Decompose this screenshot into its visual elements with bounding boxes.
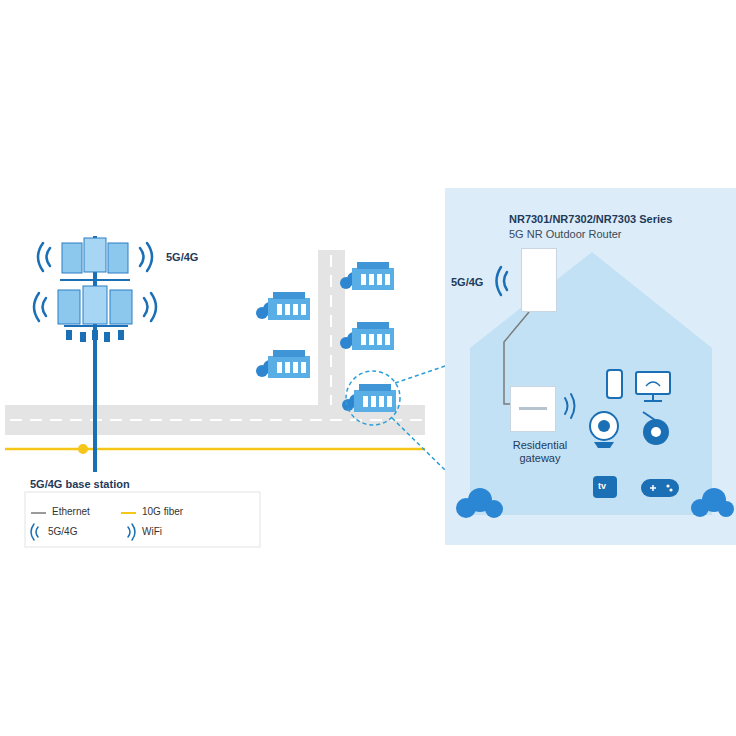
house-panel	[445, 188, 736, 545]
station-caption: 5G/4G base station	[30, 478, 130, 491]
house-panel	[485, 500, 503, 518]
residential-gateway: Residential gateway	[510, 386, 556, 432]
base-station-tower	[58, 290, 80, 324]
base-station-tower	[64, 325, 128, 327]
status-light	[519, 407, 547, 410]
base-station-tower	[58, 236, 132, 472]
legend-text: 10G fiber	[142, 506, 183, 518]
base-station-tower	[66, 330, 72, 340]
router-signal	[504, 272, 507, 290]
building	[256, 292, 310, 320]
signal-arcs	[144, 298, 148, 316]
signal-arcs	[43, 298, 47, 316]
signal-arcs	[140, 248, 144, 266]
legend-box	[36, 527, 38, 537]
legend-box	[25, 492, 260, 547]
client-devices	[641, 479, 679, 497]
zoom-callout	[346, 371, 400, 425]
client-devices	[593, 476, 617, 498]
house-panel	[718, 501, 734, 517]
client-devices	[651, 427, 661, 437]
base-station-tower	[84, 238, 106, 272]
client-devices	[666, 484, 669, 487]
zoom-callout	[346, 366, 445, 470]
node-title: NR7301/NR7302/NR7303 Series	[509, 213, 672, 226]
wifi-arcs	[565, 398, 568, 414]
router-signal	[497, 267, 508, 295]
fiber-line	[5, 449, 425, 450]
base-station-tower	[108, 243, 128, 273]
client-devices	[652, 394, 654, 400]
signal-arcs	[147, 243, 152, 271]
base-station-tower	[62, 243, 82, 273]
legend-box	[31, 524, 34, 540]
fiber-line	[5, 448, 425, 451]
client-devices	[598, 420, 610, 432]
node-title: Residential gateway	[503, 439, 577, 465]
signal-arcs	[38, 243, 43, 271]
base-station-tower	[104, 332, 110, 342]
building	[340, 322, 394, 350]
base-station-tower	[83, 286, 107, 324]
router-signal	[497, 267, 502, 295]
base-station-tower	[60, 279, 130, 281]
client-devices	[590, 370, 679, 498]
legend-box	[25, 492, 260, 547]
client-devices	[643, 419, 669, 445]
zoom-callout	[395, 366, 445, 383]
signal-arcs	[47, 248, 51, 266]
building	[340, 262, 394, 290]
house-panel	[445, 188, 736, 545]
base-station-tower	[80, 332, 86, 342]
legend-box	[31, 512, 46, 514]
node-subtitle: 5G NR Outdoor Router	[509, 228, 622, 241]
wifi-arcs	[565, 394, 575, 418]
signal-label: 5G/4G	[166, 251, 198, 264]
client-devices	[636, 372, 670, 394]
signal-arcs	[34, 243, 156, 321]
client-devices	[646, 382, 660, 386]
building	[256, 350, 310, 378]
road	[330, 255, 332, 405]
signal-label: 5G/4G	[451, 276, 483, 289]
base-station-tower	[118, 330, 124, 340]
road	[10, 419, 425, 421]
legend-box	[128, 527, 130, 537]
client-devices	[594, 442, 614, 448]
building	[342, 384, 396, 412]
legend-text: 5G/4G	[48, 526, 77, 538]
device-mark: tv	[598, 481, 606, 492]
client-devices	[644, 400, 662, 402]
client-devices	[650, 485, 656, 491]
base-station-tower	[92, 330, 98, 340]
signal-arcs	[34, 293, 39, 321]
base-station-tower	[110, 290, 132, 324]
legend-text: WiFi	[142, 526, 162, 538]
legend-box	[121, 512, 136, 514]
client-devices	[643, 412, 655, 420]
legend-box	[132, 524, 135, 540]
client-devices	[590, 412, 618, 440]
client-devices	[669, 488, 672, 491]
road	[5, 250, 425, 435]
building	[256, 262, 396, 412]
signal-arcs	[151, 293, 156, 321]
zoom-callout	[392, 418, 445, 470]
client-devices	[607, 370, 622, 398]
legend-box	[31, 524, 135, 540]
legend-text: Ethernet	[52, 506, 90, 518]
road	[318, 250, 345, 410]
base-station-tower	[78, 444, 88, 454]
outdoor-router: NR7301/NR7302/NR7303 Series5G NR Outdoor…	[521, 248, 557, 312]
wifi-arcs	[571, 394, 575, 418]
house-panel	[470, 252, 712, 515]
